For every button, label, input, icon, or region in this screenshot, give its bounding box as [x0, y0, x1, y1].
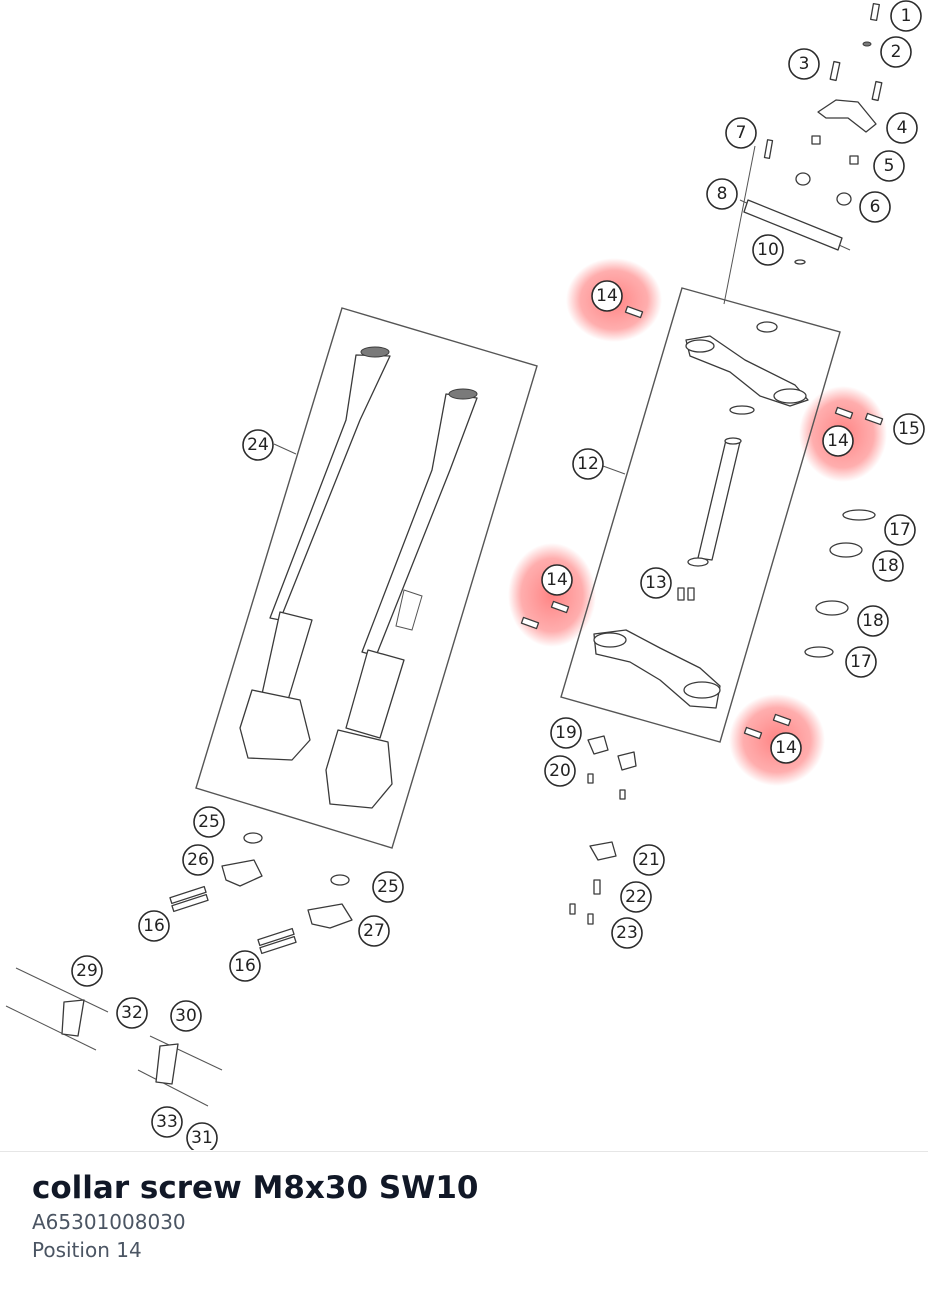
callout-14-bottom[interactable]: 14 — [770, 732, 802, 764]
svg-text:29: 29 — [76, 961, 98, 981]
svg-text:23: 23 — [616, 923, 638, 943]
callout-21[interactable]: 21 — [633, 844, 665, 876]
callout-18-a[interactable]: 18 — [872, 550, 904, 582]
callout-4[interactable]: 4 — [886, 112, 918, 144]
callout-17-b[interactable]: 17 — [845, 646, 877, 678]
svg-text:17: 17 — [850, 652, 872, 672]
svg-text:20: 20 — [549, 761, 571, 781]
part-info-panel: collar screw M8x30 SW10 A65301008030 Pos… — [32, 1168, 908, 1264]
callout-29[interactable]: 29 — [71, 955, 103, 987]
callout-20[interactable]: 20 — [544, 755, 576, 787]
svg-text:14: 14 — [827, 431, 849, 451]
svg-text:22: 22 — [625, 887, 647, 907]
callout-2[interactable]: 2 — [880, 36, 912, 68]
callout-16-a[interactable]: 16 — [138, 910, 170, 942]
steering-stem — [687, 437, 742, 567]
callout-19[interactable]: 19 — [550, 717, 582, 749]
callout-24[interactable]: 24 — [242, 429, 274, 461]
callout-22[interactable]: 22 — [620, 881, 652, 913]
svg-text:14: 14 — [546, 570, 568, 590]
svg-text:5: 5 — [884, 156, 895, 176]
callout-10[interactable]: 10 — [752, 234, 784, 266]
lower-triple-clamp — [593, 629, 721, 709]
callout-5[interactable]: 5 — [873, 150, 905, 182]
callout-25-a[interactable]: 25 — [193, 806, 225, 838]
callout-31[interactable]: 31 — [186, 1122, 218, 1150]
svg-text:1: 1 — [901, 6, 912, 26]
triple-clamp-box — [560, 287, 841, 743]
callout-13[interactable]: 13 — [640, 567, 672, 599]
svg-text:13: 13 — [645, 573, 667, 593]
callout-14-left[interactable]: 14 — [541, 564, 573, 596]
svg-text:19: 19 — [555, 723, 577, 743]
part-number: A65301008030 — [32, 1210, 186, 1234]
svg-text:25: 25 — [198, 812, 220, 832]
callout-33[interactable]: 33 — [151, 1106, 183, 1138]
callout-26[interactable]: 26 — [182, 844, 214, 876]
callout-6[interactable]: 6 — [859, 191, 891, 223]
svg-text:12: 12 — [577, 454, 599, 474]
callout-23[interactable]: 23 — [611, 917, 643, 949]
callout-12[interactable]: 12 — [572, 448, 604, 480]
svg-text:2: 2 — [891, 42, 902, 62]
callout-14-right[interactable]: 14 — [822, 425, 854, 457]
svg-text:10: 10 — [757, 240, 779, 260]
callout-8[interactable]: 8 — [706, 178, 738, 210]
svg-text:25: 25 — [377, 877, 399, 897]
svg-text:27: 27 — [363, 921, 385, 941]
divider — [0, 1151, 928, 1152]
svg-text:3: 3 — [799, 54, 810, 74]
part-position: Position 14 — [32, 1238, 142, 1262]
callout-7[interactable]: 7 — [725, 117, 757, 149]
svg-text:15: 15 — [898, 419, 920, 439]
fork-assembly-box — [195, 307, 538, 849]
fork-leg-left — [239, 346, 391, 761]
callout-32[interactable]: 32 — [116, 997, 148, 1029]
callout-16-b[interactable]: 16 — [229, 950, 261, 982]
callout-1[interactable]: 1 — [890, 0, 922, 32]
svg-text:33: 33 — [156, 1112, 178, 1132]
svg-text:24: 24 — [247, 435, 269, 455]
svg-text:16: 16 — [143, 916, 165, 936]
callout-3[interactable]: 3 — [788, 48, 820, 80]
callout-30[interactable]: 30 — [170, 1000, 202, 1032]
svg-text:7: 7 — [736, 123, 747, 143]
svg-text:18: 18 — [862, 611, 884, 631]
svg-text:21: 21 — [638, 850, 660, 870]
small-parts — [5, 2, 884, 1107]
callout-25-b[interactable]: 25 — [372, 871, 404, 903]
svg-text:14: 14 — [596, 286, 618, 306]
svg-text:32: 32 — [121, 1003, 143, 1023]
callout-14-top[interactable]: 14 — [591, 280, 623, 312]
svg-text:26: 26 — [187, 850, 209, 870]
svg-text:6: 6 — [870, 197, 881, 217]
svg-text:14: 14 — [775, 738, 797, 758]
fork-leg-right — [325, 388, 478, 809]
svg-text:31: 31 — [191, 1128, 213, 1148]
part-name: collar screw M8x30 SW10 — [32, 1170, 479, 1206]
svg-text:8: 8 — [717, 184, 728, 204]
callout-27[interactable]: 27 — [358, 915, 390, 947]
svg-text:30: 30 — [175, 1006, 197, 1026]
svg-text:4: 4 — [897, 118, 908, 138]
callout-18-b[interactable]: 18 — [857, 605, 889, 637]
svg-text:16: 16 — [234, 956, 256, 976]
upper-triple-clamp — [685, 321, 809, 415]
highlight-14-left[interactable] — [508, 543, 596, 647]
exploded-parts-diagram: 1 2 3 4 5 6 7 8 10 12 13 14 14 14 14 15 … — [5, 0, 925, 1150]
svg-text:17: 17 — [889, 520, 911, 540]
svg-text:18: 18 — [877, 556, 899, 576]
callout-15[interactable]: 15 — [893, 413, 925, 445]
callout-17-a[interactable]: 17 — [884, 514, 916, 546]
